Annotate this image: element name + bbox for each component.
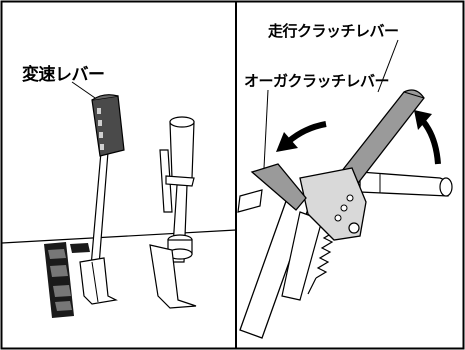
panel-decal bbox=[44, 242, 90, 318]
handle-bar bbox=[359, 171, 453, 197]
pivot-bracket bbox=[299, 167, 367, 241]
travel-clutch-lever-label: 走行クラッチレバー bbox=[268, 22, 399, 40]
auxiliary-lever bbox=[149, 116, 197, 309]
floor-line bbox=[1, 229, 237, 244]
auger-lever-leader bbox=[263, 89, 269, 169]
shift-lever-leader bbox=[71, 81, 99, 101]
travel-clutch-lever bbox=[329, 89, 425, 197]
left-panel bbox=[1, 81, 237, 318]
travel-lever-leader bbox=[377, 39, 399, 93]
shift-lever bbox=[79, 94, 125, 305]
auger-clutch-lever bbox=[250, 163, 307, 211]
arrow-right-curved-icon bbox=[414, 110, 441, 165]
shift-lever-label: 変速レバー bbox=[22, 65, 105, 85]
auger-clutch-lever-label: オーガクラッチレバー bbox=[244, 72, 390, 90]
arrow-left-curved-icon bbox=[276, 121, 327, 152]
right-panel bbox=[237, 39, 453, 339]
